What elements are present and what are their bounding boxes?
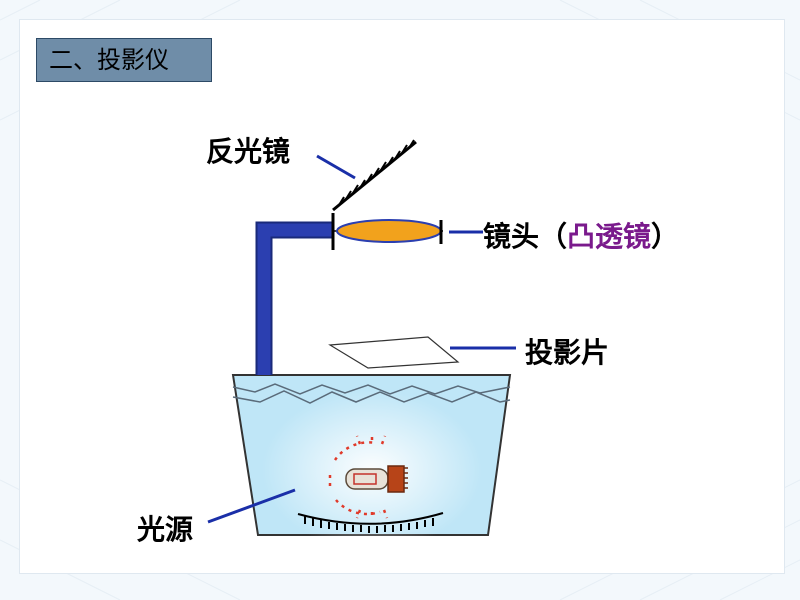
bulb xyxy=(345,465,408,493)
slide-label: 投影片 xyxy=(525,336,610,369)
lens-label-open-paren: （ xyxy=(539,220,568,253)
bulb-rays xyxy=(328,432,389,520)
light-source-label: 光源 xyxy=(137,513,194,546)
lens-label: 镜头（凸透镜） xyxy=(483,215,679,255)
mirror-label: 反光镜 xyxy=(206,135,291,168)
slide-title: 二、投影仪 xyxy=(36,38,212,82)
projector-arm xyxy=(255,221,333,375)
mirror xyxy=(332,139,417,212)
leader-lines xyxy=(207,154,516,524)
lens xyxy=(336,219,442,243)
lens-label-close-paren: ） xyxy=(651,220,680,253)
lens-label-text: 镜头 xyxy=(483,220,540,253)
scale-ruler xyxy=(297,512,444,533)
transparency xyxy=(328,336,460,369)
lens-type-label: 凸透镜 xyxy=(567,220,652,253)
